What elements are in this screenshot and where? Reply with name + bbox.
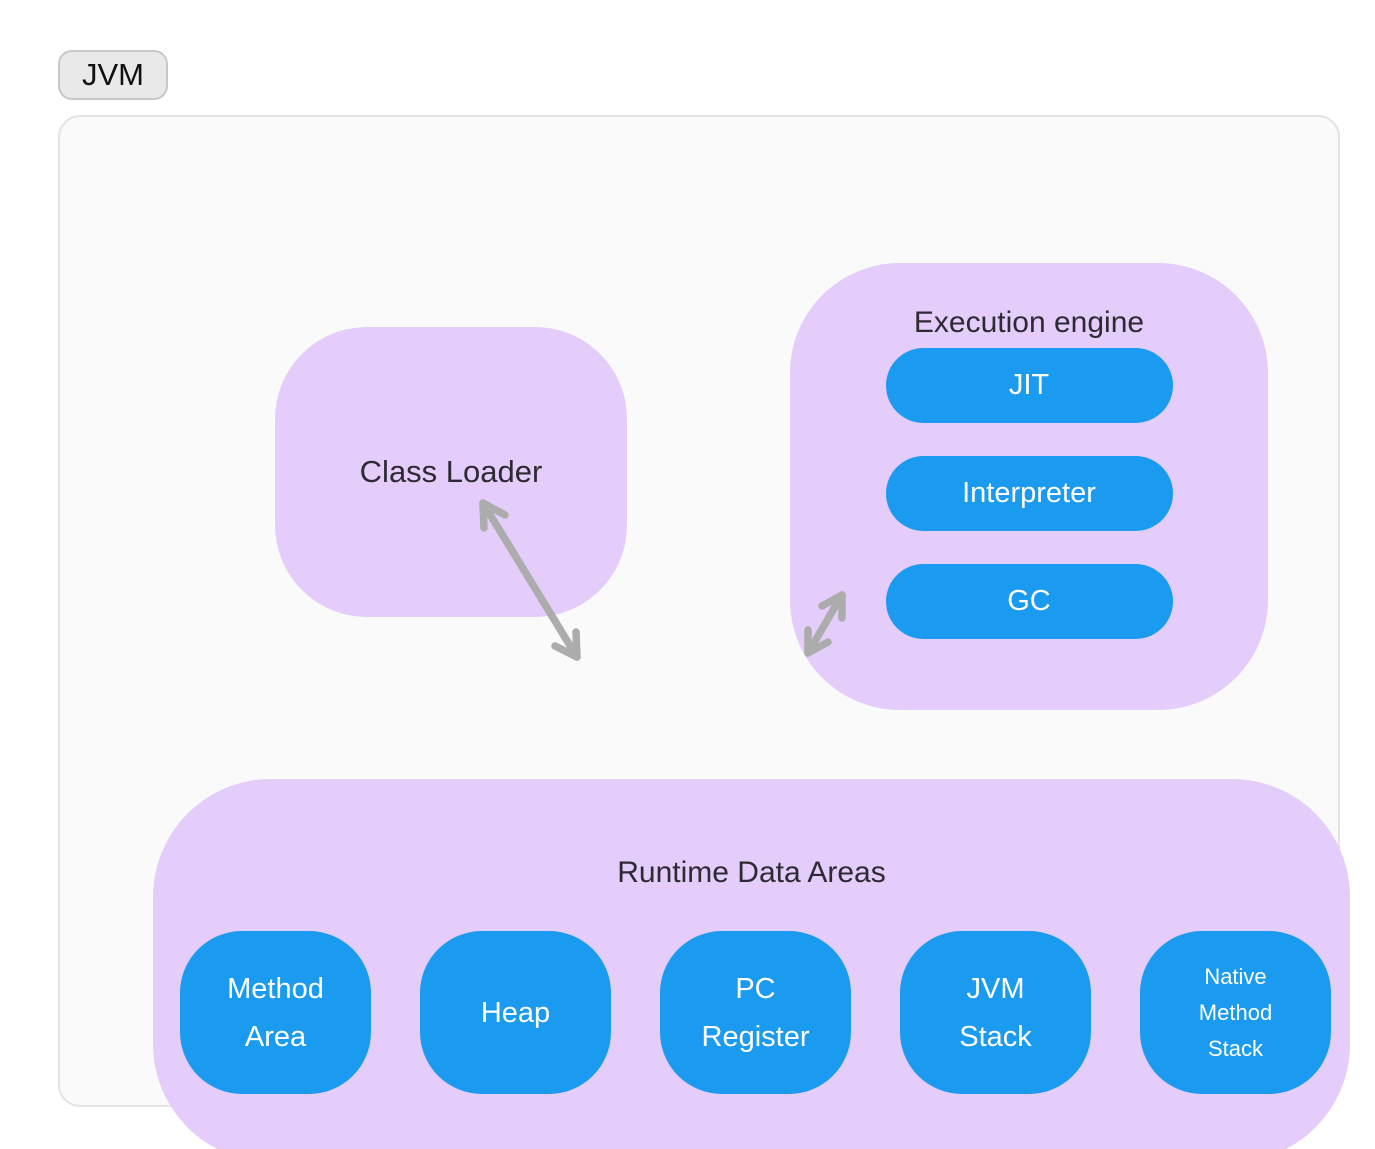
jvm-stack-box: JVM Stack: [900, 931, 1091, 1094]
jit-label: JIT: [1008, 369, 1050, 401]
jvm-container: Class Loader Execution engine JIT Interp…: [58, 115, 1350, 1149]
pc-register-label: PC Register: [701, 972, 810, 1053]
method-area-label: Method Area: [227, 972, 324, 1053]
heap-label: Heap: [480, 996, 551, 1029]
runtime-data-areas-components: Method Area Heap PC Register JVM Stack N…: [180, 931, 1331, 1094]
jvm-badge: JVM: [58, 50, 168, 100]
runtime-data-areas-node: Runtime Data Areas Method Area Heap PC R…: [153, 779, 1350, 1149]
interpreter-label: Interpreter: [962, 477, 1096, 509]
gc-pill: GC: [885, 564, 1173, 639]
native-method-stack-label: Native Method Stack: [1198, 963, 1273, 1061]
jit-pill: JIT: [885, 348, 1173, 423]
class-loader-label: Class Loader: [359, 454, 543, 489]
method-area-box: Method Area: [180, 931, 371, 1094]
pc-register-box: PC Register: [660, 931, 851, 1094]
class-loader-node: Class Loader: [275, 327, 627, 617]
jvm-stack-label: JVM Stack: [959, 972, 1032, 1053]
execution-engine-title: Execution engine: [913, 306, 1145, 339]
heap-box: Heap: [420, 931, 611, 1094]
jvm-badge-label: JVM: [82, 57, 144, 92]
gc-label: GC: [1007, 585, 1051, 617]
runtime-data-areas-title: Runtime Data Areas: [617, 856, 886, 889]
native-method-stack-box: Native Method Stack: [1140, 931, 1331, 1094]
execution-engine-node: Execution engine JIT Interpreter GC: [790, 263, 1268, 710]
interpreter-pill: Interpreter: [885, 456, 1173, 531]
execution-engine-components: JIT Interpreter GC: [885, 348, 1173, 639]
